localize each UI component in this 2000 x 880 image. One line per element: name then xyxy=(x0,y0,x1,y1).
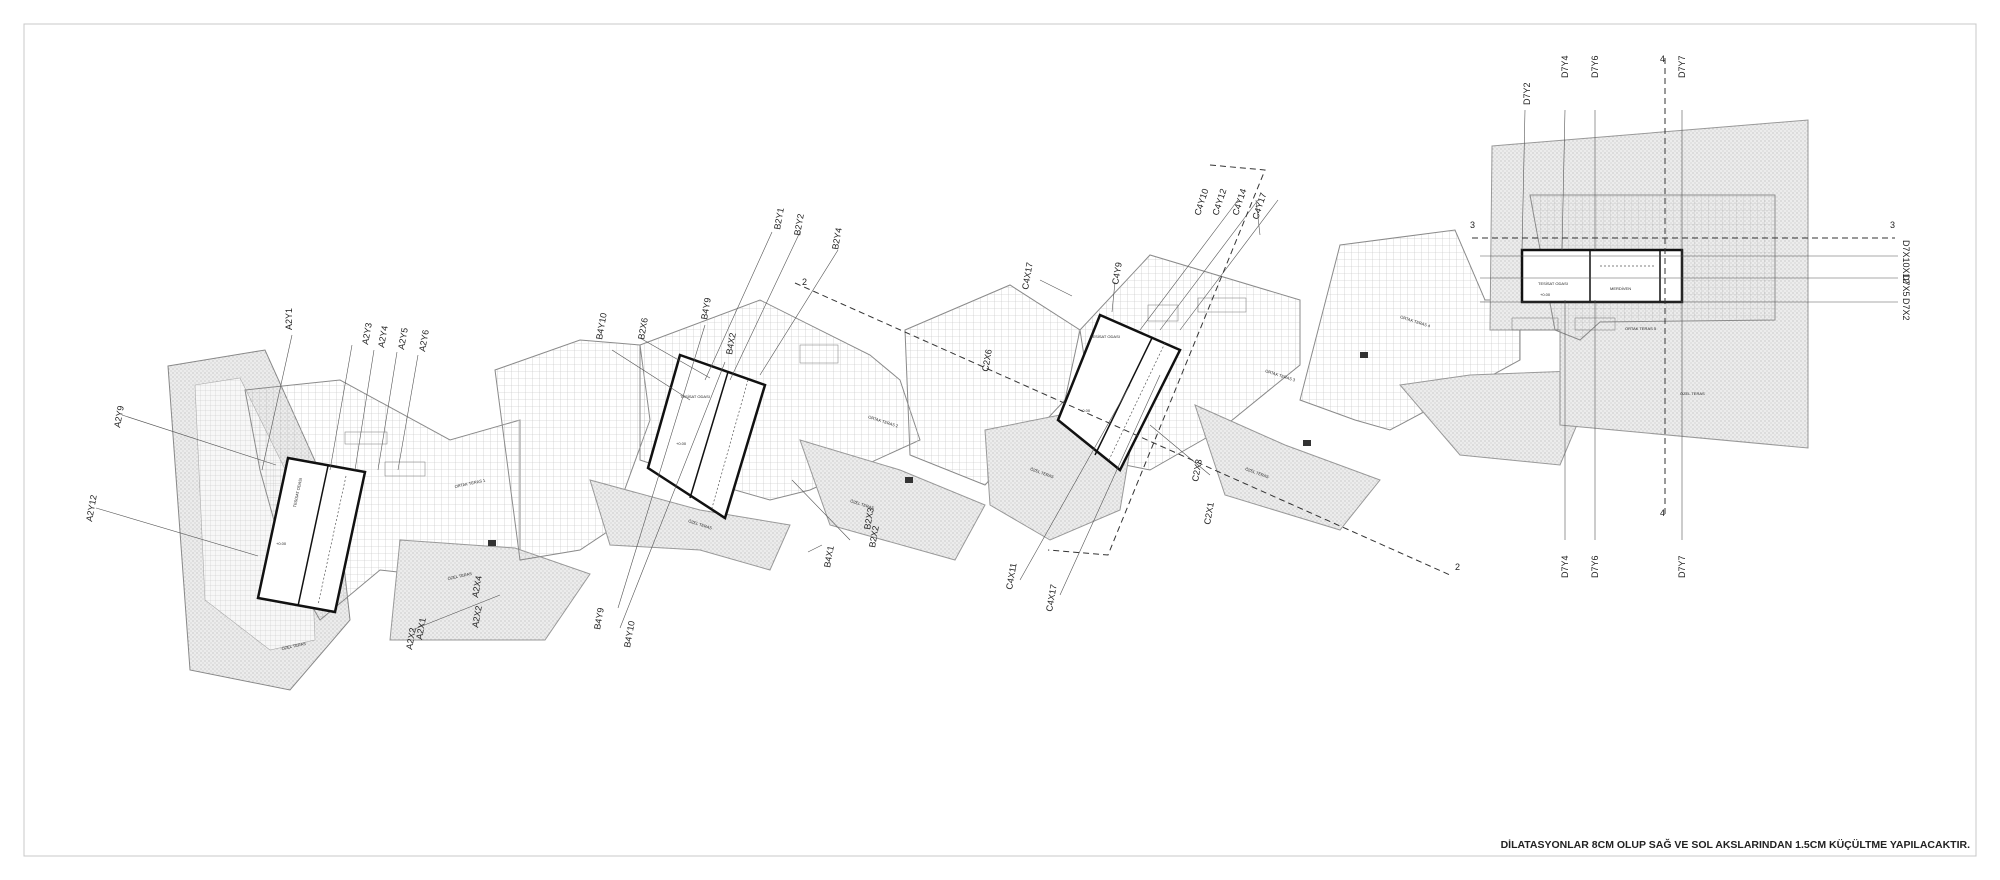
core-a-divider xyxy=(297,465,329,607)
ozel-teras-a2: ÖZEL TERAS xyxy=(281,641,306,651)
legend-table-d xyxy=(1511,317,1559,331)
axis-label: D7Y4 xyxy=(1560,555,1570,578)
drain-c xyxy=(1303,440,1311,446)
axis-label: C4X11 xyxy=(1004,562,1019,590)
stair-core-c xyxy=(1056,313,1182,472)
axis-label: B4X1 xyxy=(822,545,836,568)
ozel-teras-d: ÖZEL TERAS xyxy=(1680,391,1705,396)
axis-label: B4Y9 xyxy=(592,607,606,630)
legend-table-c2 xyxy=(1197,297,1247,313)
axis-label: B2Y1 xyxy=(772,207,786,230)
level-label-a: +0.00 xyxy=(276,541,287,546)
axis-label: B4X2 xyxy=(724,332,738,355)
axis-label: A2Y1 xyxy=(284,308,294,330)
axis-label: C2X6 xyxy=(980,348,994,372)
axis-label: A2X4 xyxy=(470,575,484,598)
axis-lines xyxy=(95,109,1898,631)
axis-label: C4Y10 xyxy=(1192,187,1210,216)
room-label-a: TESİSAT ODASI xyxy=(292,478,303,508)
section-lines xyxy=(794,58,1895,576)
axis-label: D7Y6 xyxy=(1590,555,1600,578)
room-label-c: TESİSAT ODASI xyxy=(1090,334,1120,339)
axis-label: C2X1 xyxy=(1202,501,1216,525)
section-marker: 4 xyxy=(1660,54,1665,64)
legend-table-b xyxy=(799,344,839,364)
section-marker: 2 xyxy=(1455,562,1460,572)
section-marker: 2 xyxy=(802,277,807,287)
room-label-b: TESİSAT ODASI xyxy=(680,394,710,399)
axis-label: A2Y3 xyxy=(360,322,374,345)
stair-core-a xyxy=(256,456,367,614)
block-b: TESİSAT ODASI +0.00 ORTAK TERAS 2 ÖZEL T… xyxy=(494,299,986,571)
axis-labels: A2Y1 A2Y3 A2Y4 A2Y5 A2Y6 A2Y9 A2Y12 A2X1… xyxy=(84,54,1911,650)
axis-label: A2X2 xyxy=(470,605,484,628)
section-marker: 4 xyxy=(1660,508,1665,518)
axis-label: A2Y5 xyxy=(396,327,410,350)
axis-label: B2X3 xyxy=(862,507,876,530)
level-label-d: +0.00 xyxy=(1540,292,1551,297)
block-d: TESİSAT ODASI MERDİVEN +0.00 ORTAK TERAS… xyxy=(1299,119,1809,466)
terrace-b-lower xyxy=(589,479,791,571)
axis-label: D7X2 xyxy=(1901,298,1911,321)
axis-label: A2Y4 xyxy=(376,325,390,348)
axis-label: C2X3 xyxy=(1190,458,1204,482)
level-label-b: +0.00 xyxy=(676,441,687,446)
drain-b xyxy=(905,477,913,483)
axis-label: C4Y9 xyxy=(1110,261,1124,285)
core-b-divider xyxy=(689,371,729,499)
axis-label: D7Y2 xyxy=(1522,82,1532,105)
axis-label: B4Y10 xyxy=(622,620,637,648)
axis-label: C4X17 xyxy=(1044,583,1059,612)
axis-label: A2X1 xyxy=(414,617,428,640)
room-label-d: TESİSAT ODASI xyxy=(1538,281,1568,286)
legend-table-a xyxy=(344,431,388,445)
stair-core-b xyxy=(646,353,767,520)
axis-label: B4Y9 xyxy=(699,297,713,320)
section-marker: 3 xyxy=(1890,220,1895,230)
block-a: TESİSAT ODASI +0.00 ORTAK TERAS 1 ÖZEL T… xyxy=(167,349,591,691)
axis-label: C4Y12 xyxy=(1210,187,1228,216)
axis-label: C4Y14 xyxy=(1230,187,1248,216)
axis-label: D7X5 xyxy=(1901,274,1911,297)
axis-label: D7Y7 xyxy=(1677,55,1687,78)
level-label-c: +0.00 xyxy=(1080,408,1091,413)
block-c: TESİSAT ODASI +0.00 ORTAK TERAS 3 ÖZEL T… xyxy=(904,254,1381,541)
axis-label: D7Y7 xyxy=(1677,555,1687,578)
terrace-c-lower2 xyxy=(1194,404,1381,531)
axis-label: A2Y12 xyxy=(84,494,99,522)
axis-label: B4Y10 xyxy=(594,312,609,340)
legend-table-a2 xyxy=(384,461,426,477)
room2-label-d: MERDİVEN xyxy=(1610,286,1631,291)
axis-label: B2X2 xyxy=(867,525,881,548)
axis-label: B2Y4 xyxy=(830,227,844,250)
drain-d xyxy=(1360,352,1368,358)
core-c-stair xyxy=(1107,342,1166,463)
axis-label: A2Y9 xyxy=(112,405,126,428)
ozel-teras-a1: ÖZEL TERAS xyxy=(447,571,472,581)
sheet-frame xyxy=(23,23,1977,857)
section-marker: 3 xyxy=(1470,220,1475,230)
general-note: DİLATASYONLAR 8CM OLUP SAĞ VE SOL AKSLAR… xyxy=(1501,838,1971,851)
axis-label: B2X6 xyxy=(636,317,650,340)
terrace-b-lower2 xyxy=(799,439,986,561)
ortak-teras-a: ORTAK TERAS 1 xyxy=(454,477,486,489)
axis-label: D7Y4 xyxy=(1560,55,1570,78)
axis-label: D7Y6 xyxy=(1590,55,1600,78)
axis-label: C4X17 xyxy=(1020,261,1035,290)
axis-label: A2Y6 xyxy=(417,329,431,352)
axis-label: D7X10X12 xyxy=(1901,240,1911,284)
terrace-a-lower xyxy=(389,539,591,641)
legend-table-c xyxy=(1147,304,1179,322)
drain-a xyxy=(488,540,496,546)
axis-label: A2X2 xyxy=(404,627,418,650)
axis-label: B2Y2 xyxy=(792,213,806,236)
ortak-teras-d: ORTAK TERAS 5 xyxy=(1625,326,1657,331)
